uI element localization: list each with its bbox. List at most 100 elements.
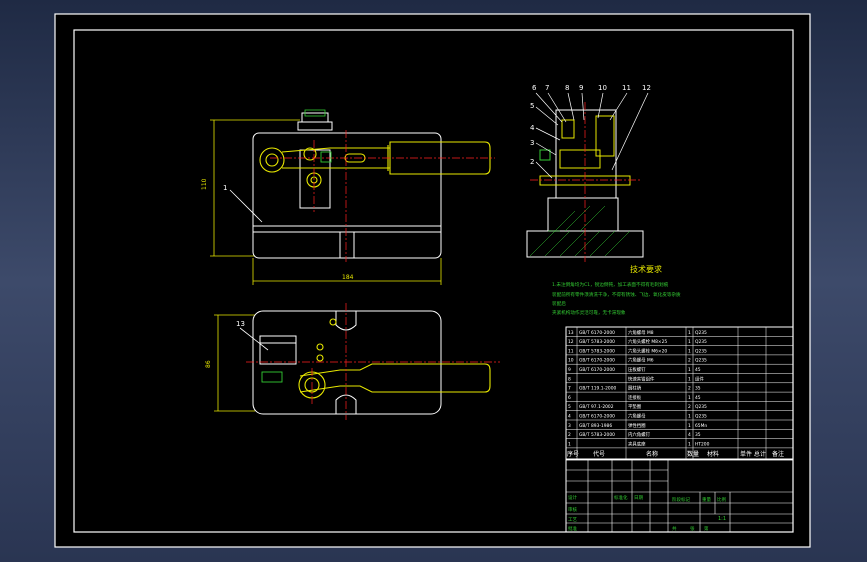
bom-cell: 8 <box>568 376 571 382</box>
bom-cell: 1 <box>688 367 691 373</box>
balloon-4: 4 <box>530 124 535 132</box>
bom-cell: 1 <box>688 348 691 354</box>
bom-cell: GB/T 5783-2000 <box>579 339 615 345</box>
bom-cell: 六角螺母 M8 <box>628 329 654 336</box>
tb-label-check: 审核 <box>568 506 577 513</box>
tb-label-no: 第 <box>704 525 709 532</box>
bom-cell: GB/T 6170-2000 <box>579 358 615 364</box>
bom-cell: 45 <box>695 395 701 401</box>
bom-cell: HT200 <box>695 441 710 447</box>
balloon-2: 2 <box>530 158 534 166</box>
bom-cell: Q235 <box>695 414 707 420</box>
bom-cell: 平垫圈 <box>628 403 642 410</box>
bom-cell: 圆柱销 <box>628 385 642 392</box>
balloon-7: 7 <box>545 84 549 92</box>
bom-header-cell: 数量 <box>687 450 699 458</box>
bom-cell: Q235 <box>695 339 707 345</box>
title-block: 设计 审核 工艺 批准 标准化 日期 阶段标记 重量 比例 共 张 第 1:1 <box>565 458 794 533</box>
balloon-8: 8 <box>565 84 569 92</box>
balloon-3: 3 <box>530 139 534 147</box>
tech-title: 技术要求 <box>630 264 662 274</box>
bom-cell: 1 <box>688 339 691 345</box>
tb-label-date: 日期 <box>634 495 643 501</box>
balloon-13: 13 <box>236 320 245 328</box>
bom-cell: 5 <box>568 404 571 410</box>
bom-cell: 2 <box>688 386 691 392</box>
plan-view: 86 13 <box>205 303 500 420</box>
tb-label-stage: 阶段标记 <box>672 496 690 503</box>
bom-cell: 六角头螺栓 M8×25 <box>628 338 667 345</box>
tech-line-1: 1.未注倒角均为C1，锐边倒钝，加工表面不得有毛刺划痕 <box>552 281 669 288</box>
dim-width-main: 184 <box>342 274 354 281</box>
bom-cell: 1 <box>688 441 691 447</box>
bom-cell: GB/T 6170-2000 <box>579 330 615 336</box>
balloon-11: 11 <box>622 84 631 92</box>
bom-cell: GB/T 97.1-2002 <box>579 404 614 410</box>
bom-frame <box>565 326 794 461</box>
tech-requirements: 技术要求 1.未注倒角均为C1，锐边倒钝，加工表面不得有毛刺划痕 装配前所有零件… <box>552 264 681 316</box>
bom-cell: 2 <box>568 432 571 438</box>
bom-cell: 4 <box>568 414 571 420</box>
bom-header-cell: 序号 <box>567 450 579 458</box>
bom-cell: 组件 <box>695 375 704 382</box>
bom-cell: GB/T 119.1-2000 <box>579 386 617 392</box>
bom-cell: 3 <box>568 423 571 429</box>
bom-cell: 7 <box>568 386 571 392</box>
balloon-6: 6 <box>532 84 537 92</box>
sheet-border <box>54 13 811 548</box>
bom-cell: Q235 <box>695 330 707 336</box>
bom-cell: Q235 <box>695 358 707 364</box>
bom-cell: 1 <box>688 376 691 382</box>
bom-cell: 12 <box>568 339 574 345</box>
bom-cell: 快速夹钳组件 <box>628 375 655 382</box>
bom-cell: 压板螺钉 <box>628 366 646 373</box>
tb-label-standard: 标准化 <box>614 494 628 501</box>
bom-cell: 内六角螺钉 <box>628 431 651 438</box>
bom-cell: 1 <box>568 441 571 447</box>
bom-cell: 1 <box>688 423 691 429</box>
bom-cell: 连接板 <box>628 394 642 401</box>
bom-cell: 45 <box>695 367 701 373</box>
bom-cell: GB/T 5783-2000 <box>579 432 615 438</box>
bom-cell: 13 <box>568 330 574 336</box>
bom-cell: 1 <box>688 330 691 336</box>
bom-header-cell: 材料 <box>707 450 719 458</box>
bom-cell: 35 <box>695 386 701 392</box>
bom-cell: 六角头螺栓 M6×20 <box>628 347 667 354</box>
bom-cell: GB/T 6170-2000 <box>579 414 615 420</box>
bom-cell: 9 <box>568 367 571 373</box>
bom-header-cell: 备注 <box>772 450 784 458</box>
tech-line-4: 夹紧机构动作灵活可靠，无卡滞现象 <box>552 309 626 316</box>
bom-header-cell: 单件 总计 <box>740 450 766 458</box>
front-view: 110 184 <box>201 109 495 285</box>
bom-cell: 6 <box>568 395 571 401</box>
tb-label-design: 设计 <box>568 494 577 501</box>
bom-cell: 六角螺母 M6 <box>628 357 654 364</box>
bom-cell: 2 <box>688 404 691 410</box>
balloon-9: 9 <box>579 84 583 92</box>
bom-cell: GB/T 6170-2000 <box>579 367 615 373</box>
bom-cell: 弹性挡圈 <box>628 422 646 429</box>
bom-cell: 夹具底座 <box>628 440 646 447</box>
bom-cell: Q235 <box>695 348 707 354</box>
bom-cell: GB/T 5783-2000 <box>579 348 615 354</box>
tb-label-ratio: 比例 <box>717 496 726 503</box>
balloon-1: 1 <box>223 184 227 192</box>
bom-cell: 10 <box>568 358 574 364</box>
bom-cell: 1 <box>688 414 691 420</box>
bom-header-cell: 代号 <box>593 450 605 458</box>
section-view: 6 7 8 9 10 11 12 5 4 3 2 <box>526 84 651 262</box>
tech-line-2: 装配前所有零件须清洗干净，不得有锈蚀、飞边、氧化皮等杂质 <box>552 291 681 298</box>
tb-label-total: 共 <box>672 525 677 532</box>
bom-cell: 65Mn <box>695 423 707 429</box>
bom-cell: 11 <box>568 348 574 354</box>
tb-scale: 1:1 <box>718 516 726 522</box>
tech-line-3: 装配后 <box>552 300 566 307</box>
tb-label-sheet: 张 <box>690 525 695 532</box>
bom-cell: GB/T 893-1986 <box>579 423 612 429</box>
bom-cell: 4 <box>688 432 691 438</box>
tb-label-approve: 批准 <box>568 525 577 532</box>
